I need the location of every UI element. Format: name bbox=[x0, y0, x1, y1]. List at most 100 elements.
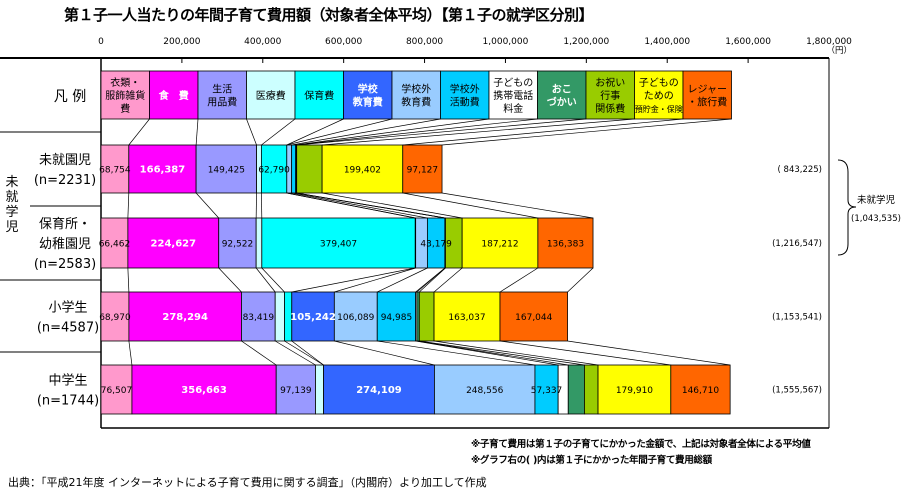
row-total-label: (1,555,567) bbox=[772, 386, 822, 396]
legend-label: 関係費 bbox=[595, 102, 625, 115]
connector-line bbox=[441, 192, 594, 219]
x-tick-label: 800,000 bbox=[406, 37, 443, 47]
connector-line bbox=[195, 118, 199, 146]
legend-label: 服飾雑貨 bbox=[105, 89, 145, 102]
category-label: (n=1744) bbox=[37, 394, 99, 409]
connector-line bbox=[377, 340, 536, 366]
connector-line bbox=[322, 118, 635, 146]
legend-swatch bbox=[634, 70, 684, 120]
connector-line bbox=[433, 267, 463, 293]
group-label-char: 就 bbox=[5, 190, 18, 205]
legend-label: お祝い bbox=[595, 76, 625, 89]
bar-segment bbox=[291, 291, 335, 342]
bar-value-label: 68,754 bbox=[99, 166, 131, 176]
legend-label: 携帯電話 bbox=[493, 89, 533, 102]
group-label-char: 児 bbox=[5, 220, 18, 235]
legend-swatch bbox=[585, 70, 635, 120]
bar-segment bbox=[597, 364, 672, 415]
category-label: 中学生 bbox=[48, 373, 87, 389]
bar-value-label: 83,419 bbox=[243, 313, 275, 323]
legend-swatch bbox=[440, 70, 490, 120]
bar-value-label: 166,387 bbox=[140, 165, 186, 176]
bar-value-label: 224,627 bbox=[151, 239, 197, 250]
bar-value-label: 379,407 bbox=[320, 240, 357, 250]
bar-segment bbox=[131, 364, 277, 415]
brace-icon bbox=[837, 159, 857, 256]
bar-value-label: 167,044 bbox=[515, 313, 552, 323]
x-tick-label: 1,600,000 bbox=[725, 37, 771, 47]
connector-line bbox=[246, 118, 257, 146]
category-label: 未就園児 bbox=[39, 153, 91, 168]
connector-line bbox=[567, 267, 594, 293]
group-label-char: 学 bbox=[5, 204, 18, 220]
legend-label: 衣類・ bbox=[110, 76, 140, 89]
legend-label: 子どもの bbox=[639, 77, 679, 89]
note-1: ※子育て費用は第１子の子育てにかかった金額で、上記は対象者全体による平均値 bbox=[471, 439, 811, 450]
connector-line bbox=[296, 118, 538, 146]
connector-line bbox=[291, 340, 324, 366]
connector-line bbox=[291, 192, 428, 219]
connector-line bbox=[296, 192, 446, 219]
bar-value-label: 92,522 bbox=[222, 240, 254, 250]
bar-segment bbox=[461, 217, 539, 269]
connector-line bbox=[334, 340, 435, 366]
legend-label: 教育費 bbox=[352, 96, 383, 109]
x-tick-label: 1,400,000 bbox=[644, 37, 690, 47]
bar-value-label: 179,910 bbox=[616, 386, 653, 396]
bar-value-label: 97,127 bbox=[407, 166, 439, 176]
connector-line bbox=[127, 192, 130, 219]
legend-label: レジャー bbox=[688, 85, 728, 96]
connector-line bbox=[334, 267, 416, 293]
x-tick-label: 600,000 bbox=[325, 37, 362, 47]
bar-value-label: 278,294 bbox=[162, 312, 208, 323]
category-label: (n=2583) bbox=[34, 257, 96, 272]
x-tick-label: 1,800,000 bbox=[806, 37, 852, 47]
bar-segment bbox=[315, 364, 324, 415]
bar-segment bbox=[291, 144, 297, 194]
legend-label: づかい bbox=[547, 96, 577, 109]
category-label: 小学生 bbox=[48, 300, 87, 316]
bar-value-label: 356,663 bbox=[181, 385, 227, 396]
legend-label: 生活 bbox=[212, 83, 232, 96]
bar-value-label: 248,556 bbox=[466, 386, 503, 396]
bar-segment bbox=[402, 144, 443, 194]
connector-line bbox=[241, 340, 277, 366]
connector-line bbox=[433, 340, 599, 366]
bar-value-label: 94,985 bbox=[381, 313, 413, 323]
legend-label: 用品費 bbox=[207, 96, 237, 109]
category-label: 幼稚園児 bbox=[39, 237, 91, 252]
row-total-label: (1,153,541) bbox=[772, 313, 822, 323]
chart-title: 第１子一人当たりの年間子育て費用額（対象者全体平均）【第１子の就学区分別】 bbox=[64, 6, 594, 24]
legend-swatch bbox=[537, 70, 587, 120]
bar-value-label: 274,109 bbox=[356, 385, 402, 396]
bar-segment bbox=[274, 291, 285, 342]
connector-line bbox=[402, 118, 684, 146]
bar-segment bbox=[218, 217, 257, 269]
x-tick-label: 200,000 bbox=[163, 37, 200, 47]
legend-label: 学校外 bbox=[401, 83, 431, 96]
connector-line bbox=[286, 192, 416, 219]
x-unit-label: （円） bbox=[826, 45, 852, 56]
connector-line bbox=[291, 267, 416, 293]
note-2: ※グラフ右の( )内は第１子にかかった年間子育て費用総額 bbox=[471, 455, 712, 466]
group-total-title: 未就学児 bbox=[857, 194, 896, 206]
connector-line bbox=[128, 118, 150, 146]
bar-value-label: 163,037 bbox=[448, 313, 485, 323]
bar-segment bbox=[261, 217, 416, 269]
connector-line bbox=[499, 267, 539, 293]
row-total-label: (1,216,547) bbox=[772, 239, 822, 249]
legend-label: 子どもの bbox=[493, 77, 533, 89]
bar-segment bbox=[434, 364, 536, 415]
legend-label: 学校 bbox=[358, 83, 379, 96]
bar-segment bbox=[128, 291, 242, 342]
category-label: (n=2231) bbox=[34, 173, 96, 188]
connector-line bbox=[416, 267, 446, 293]
category-label: (n=4587) bbox=[37, 321, 99, 336]
connector-line bbox=[128, 340, 133, 366]
connector-line bbox=[377, 267, 428, 293]
legend-label: ための bbox=[644, 90, 674, 102]
connector-line bbox=[416, 340, 569, 366]
connector-line bbox=[127, 267, 130, 293]
connector-line bbox=[195, 192, 219, 219]
legend-label: 預貯金・保険 bbox=[635, 104, 683, 114]
